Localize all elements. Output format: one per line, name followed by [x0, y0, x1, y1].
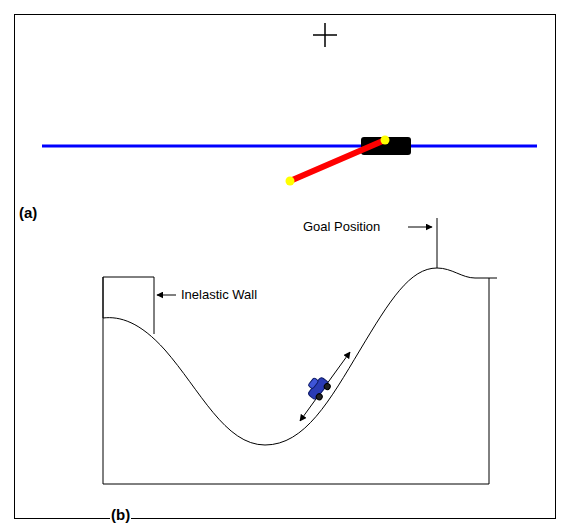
- goal-leader: [408, 227, 432, 228]
- car: [304, 374, 333, 403]
- inelastic-wall: [103, 277, 154, 334]
- wall-leader: [157, 295, 176, 296]
- goal-label: Goal Position: [302, 220, 381, 234]
- target-cross: [313, 23, 337, 47]
- hill-curve: [103, 268, 497, 445]
- wall-label: Inelastic Wall: [180, 288, 258, 302]
- panel-label: (a): [18, 205, 38, 222]
- panel-label: (b): [110, 507, 131, 524]
- valley-frame: [103, 277, 489, 484]
- goal-marker: [437, 218, 438, 268]
- pivot-dot: [381, 136, 390, 145]
- pole: [290, 140, 385, 181]
- outer-frame: [15, 15, 556, 519]
- motion-arrow: [300, 352, 350, 421]
- pole-tip-dot: [286, 177, 295, 186]
- cart-pole: [42, 23, 537, 186]
- mountain-car: [103, 218, 497, 484]
- track: [42, 145, 537, 148]
